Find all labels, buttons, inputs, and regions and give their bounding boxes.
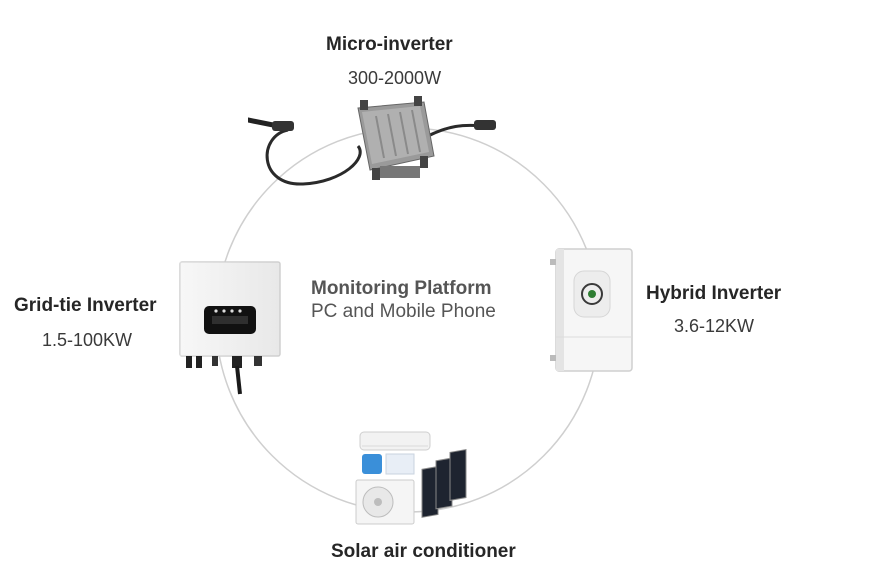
micro-inverter-range: 300-2000W bbox=[348, 68, 442, 88]
solar-air-conditioner-title: Solar air conditioner bbox=[331, 541, 516, 562]
solar-air-conditioner-image bbox=[355, 431, 467, 525]
hybrid-inverter-range: 3.6-12KW bbox=[674, 316, 755, 336]
micro-inverter-image bbox=[248, 96, 496, 186]
hybrid-inverter-image bbox=[550, 248, 633, 372]
hybrid-inverter-title: Hybrid Inverter bbox=[646, 283, 782, 304]
monitoring-platform-subtitle: PC and Mobile Phone bbox=[311, 301, 496, 322]
monitoring-platform-title: Monitoring Platform bbox=[311, 278, 492, 299]
grid-tie-inverter-image bbox=[179, 261, 281, 395]
grid-tie-inverter-range: 1.5-100KW bbox=[42, 330, 133, 350]
grid-tie-inverter-title: Grid-tie Inverter bbox=[14, 295, 157, 316]
micro-inverter-title: Micro-inverter bbox=[326, 34, 453, 55]
